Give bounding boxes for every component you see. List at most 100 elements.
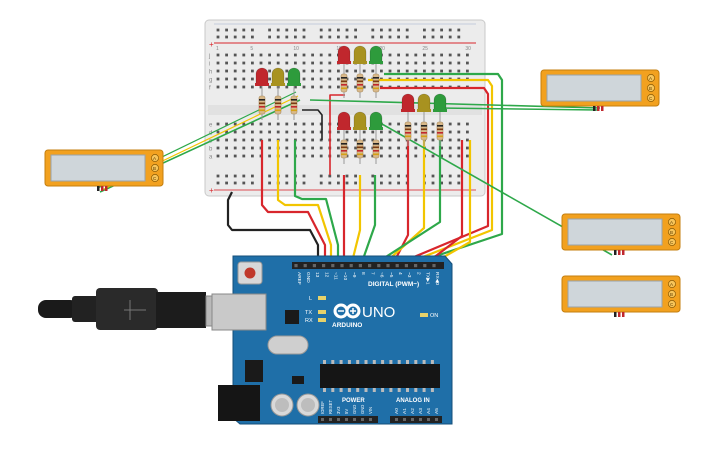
breadboard-hole [448,69,452,73]
breadboard-hole [268,77,271,81]
ic-pin [347,388,351,392]
header-pin [369,418,372,421]
breadboard-hole [388,61,392,65]
header-pin [322,264,326,268]
lcd-pin [151,174,159,182]
breadboard-hole [268,146,271,150]
breadboard-hole [414,130,418,134]
lcd-pin-label: C [670,240,674,245]
header-pin [331,264,335,268]
led [369,45,383,63]
resistor-band [373,80,379,83]
led-array [255,45,447,164]
ic-pin [422,388,426,392]
ic-pin [430,360,434,364]
rail-hole [225,35,228,39]
breadboard-hole [233,130,237,134]
breadboard-hole [319,138,323,142]
lcd-display-module[interactable]: ABC [44,149,164,191]
breadboard-hole [345,138,349,142]
wire-red-4 [393,140,410,263]
breadboard-hole [388,69,392,73]
breadboard-hole [414,69,418,73]
resistor-band [291,109,297,112]
digital-header [294,264,436,268]
breadboard-hole [319,122,323,126]
breadboard-hole [311,138,314,142]
digital-pin-label: ~9 [351,272,357,278]
resistor-band [405,128,411,131]
lcd-pin [151,154,159,162]
header-pin [386,264,390,268]
rail-hole [294,35,297,39]
resistor-band [437,125,443,127]
reset-button[interactable] [244,267,256,279]
breadboard-hole [328,69,332,73]
lcd-leg [593,106,596,111]
ic-pin [397,388,401,392]
breadboard-hole [423,53,426,57]
breadboard-hole [354,130,357,134]
arduino-logo [333,303,361,319]
breadboard-hole [380,130,383,134]
breadboard-hole [345,130,349,134]
lcd-display-module[interactable]: ABC [561,275,681,317]
breadboard-hole [242,138,246,142]
wire-green-2 [360,175,377,263]
breadboard-hole [311,61,314,65]
wire-green-top [384,72,504,264]
rail-hole [328,28,332,32]
rail-hole [319,28,323,32]
breadboard-hole [431,130,435,134]
breadboard-hole [414,154,418,158]
rail-hole [225,181,228,185]
breadboard-hole [388,138,392,142]
breadboard-hole [285,130,289,134]
rail-hole [268,174,271,178]
atmega-chip-pins [323,360,434,392]
rail-hole [216,35,220,39]
rx-label: RX [305,318,313,324]
ic-pin [414,388,418,392]
rail-hole [440,28,443,32]
resistor-band [357,150,363,152]
breadboard-hole [233,138,237,142]
breadboard-hole [311,146,314,150]
breadboard-hole [259,85,263,89]
ic-pin [331,388,335,392]
digital-pin-label: ~11 [333,272,339,280]
rail-hole [337,35,340,39]
header-pin [411,418,414,421]
arduino-uno-board[interactable]: DIGITAL (PWM~) UNO ARDUINO ON L TX RX PO… [211,255,453,425]
resistor-band [341,146,347,149]
lcd-display-module[interactable]: ABC [540,69,660,111]
breadboard-hole [251,122,254,126]
breadboard-hole [397,122,400,126]
breadboard-hole [251,77,254,81]
resistor-band [357,77,363,79]
breadboard-hole [242,77,246,81]
breadboard-hole [397,69,400,73]
analog-pin-label: A2 [410,408,416,414]
breadboard-hole [319,85,323,89]
power-pin-label: 5V [344,409,349,414]
analog-pin-label: A0 [394,408,400,414]
wire-right-extra-red [427,140,464,263]
rail-hole [380,181,383,185]
lcd-display-module[interactable]: ABC [561,213,681,255]
breadboard-hole [216,138,220,142]
rail-hole [345,174,349,178]
rail-hole [388,174,392,178]
rail-hole [251,181,254,185]
resistor [258,95,266,115]
wire-red-3 [329,94,345,175]
rail-hole [448,174,452,178]
breadboard-hole [285,154,289,158]
rail-hole [233,28,237,32]
rail-hole [294,28,297,32]
wire-lcd-topright-green [309,99,601,109]
lcd-leg [614,312,617,317]
breadboard-hole [457,130,461,134]
breadboard-hole [242,130,246,134]
